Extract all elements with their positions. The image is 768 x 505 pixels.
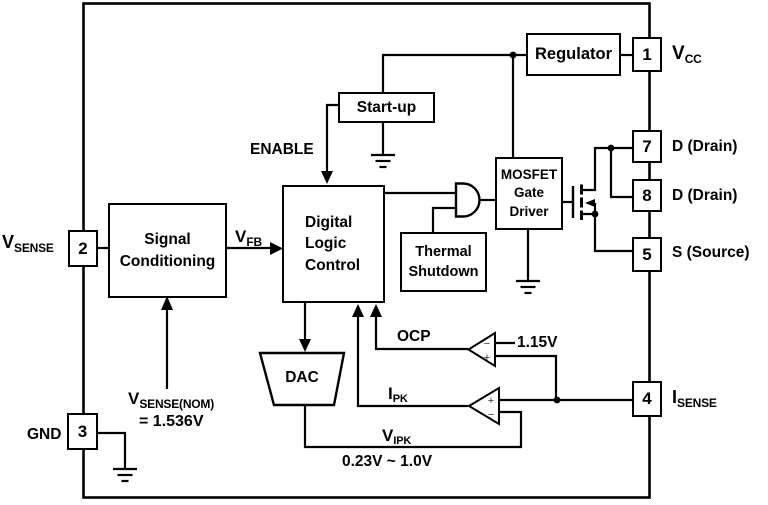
junction-dot bbox=[607, 144, 615, 152]
arrowheads bbox=[161, 171, 595, 352]
block-mosfet-gate-driver: MOSFET Gate Driver bbox=[495, 157, 563, 230]
comparator-ocp-icon: − + bbox=[466, 331, 496, 368]
label-vipk-range: 0.23V ~ 1.0V bbox=[342, 453, 433, 470]
pin-4-box: 4 bbox=[632, 381, 662, 417]
pin-7-box: 7 bbox=[632, 130, 662, 163]
label-vipk: VIPK bbox=[382, 426, 412, 447]
vsense-nom-arrow bbox=[161, 296, 173, 310]
pin-3-number: 3 bbox=[77, 421, 88, 441]
block-startup: Start-up bbox=[338, 92, 435, 123]
pin-8-number: 8 bbox=[642, 185, 652, 205]
wires bbox=[98, 53, 632, 468]
ground-icon bbox=[371, 153, 395, 169]
enable-arrow bbox=[321, 171, 333, 184]
ocp-plus-input: + bbox=[484, 352, 490, 364]
label-ocp-threshold: 1.15V bbox=[517, 334, 558, 351]
pin-4-number: 4 bbox=[642, 389, 652, 408]
pin-1-box: 1 bbox=[632, 37, 662, 72]
block-regulator: Regulator bbox=[526, 33, 621, 76]
mosfet-body-arrow bbox=[585, 199, 595, 207]
block-thermal-shutdown: Thermal Shutdown bbox=[400, 232, 487, 292]
ipk-minus-input: − bbox=[488, 409, 494, 421]
junction-dot bbox=[591, 210, 599, 218]
and-gate-icon bbox=[454, 182, 481, 218]
pin-5-box: 5 bbox=[632, 237, 662, 272]
pin-label-gnd: GND bbox=[27, 426, 62, 443]
pin-label-drain-8: D (Drain) bbox=[672, 187, 738, 204]
ground-icon bbox=[516, 279, 540, 295]
junction-dot bbox=[553, 396, 561, 404]
pin-label-vcc: VCC bbox=[672, 43, 702, 66]
pin-8-box: 8 bbox=[632, 179, 662, 212]
pin-1-number: 1 bbox=[642, 44, 652, 64]
ground-icon bbox=[113, 467, 137, 483]
label-enable: ENABLE bbox=[250, 141, 314, 158]
label-vsense-nom-value: = 1.536V bbox=[139, 413, 204, 430]
mosfet-icon bbox=[571, 184, 583, 220]
vfb-arrow bbox=[270, 242, 283, 255]
comparator-ipk-icon: + − bbox=[467, 386, 500, 426]
junction-dots bbox=[509, 51, 615, 404]
pin-2-box: 2 bbox=[68, 230, 98, 267]
ground-icons bbox=[113, 153, 540, 483]
pin-label-source-5: S (Source) bbox=[672, 244, 750, 261]
dac-input-arrow bbox=[299, 339, 311, 352]
dac-trapezoid bbox=[258, 351, 346, 407]
junction-dot bbox=[509, 51, 517, 59]
ocp-arrow bbox=[370, 304, 382, 317]
pin-label-vsense: VSENSE bbox=[2, 232, 54, 255]
label-vsense-nom: VSENSE(NOM) = 1.536V bbox=[128, 389, 215, 430]
label-ipk: IPK bbox=[388, 384, 408, 405]
ipk-arrow bbox=[352, 304, 364, 317]
label-ocp: OCP bbox=[397, 328, 431, 345]
ipk-plus-input: + bbox=[488, 395, 494, 407]
dac-label: DAC bbox=[285, 369, 319, 386]
pin-2-number: 2 bbox=[78, 238, 88, 258]
block-signal-conditioning: Signal Conditioning bbox=[108, 203, 227, 298]
ocp-minus-input: − bbox=[484, 338, 490, 350]
pin-label-drain-7: D (Drain) bbox=[672, 138, 738, 155]
pin-5-number: 5 bbox=[642, 244, 652, 264]
block-digital-logic-control: Digital Logic Control bbox=[282, 185, 385, 303]
pin-label-isense: ISENSE bbox=[672, 387, 717, 410]
pin-3-box: 3 bbox=[67, 413, 98, 450]
label-vfb: VFB bbox=[235, 227, 262, 249]
pin-7-number: 7 bbox=[642, 136, 652, 156]
